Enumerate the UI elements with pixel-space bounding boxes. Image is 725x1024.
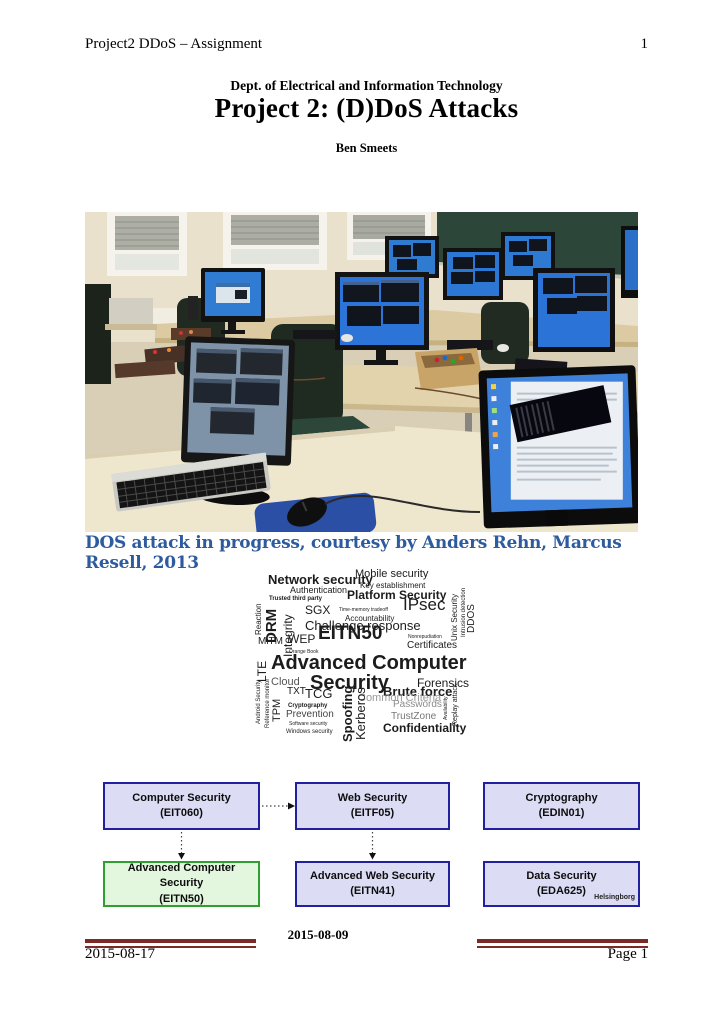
cloud-word: TPM [271,698,283,722]
cloud-word: Mobile security [355,568,429,580]
cloud-word: Kerberos [353,687,368,740]
header-page-number: 1 [640,36,649,52]
monitor [443,248,503,300]
cloud-word: Network security [268,572,373,587]
course-code: (EITN50) [159,892,204,905]
cloud-word: Challenge response [305,618,421,633]
course-box-eit060: Computer Security (EIT060) [103,782,260,830]
cloud-word: Key establishment [360,581,426,590]
cloud-word: Integrity [281,614,295,657]
course-title: Web Security [337,791,408,804]
course-title: Data Security [526,869,597,882]
mouse [287,497,327,527]
cloud-word: Confidentiality [383,721,467,735]
course-code: (EITF05) [350,807,395,819]
cloud-word: Platform Security [347,588,447,602]
cloud-word: Passwords [393,699,442,710]
cloud-word: TrustZone [391,711,437,722]
footer-date-left: 2015-08-17 [85,946,155,962]
cloud-word: TCG [305,686,333,701]
cloud-word: Forensics [417,676,470,690]
course-diagram-boxes: Computer Security (EIT060) Web Security (EI… [85,780,648,910]
cloud-word: TXT [287,686,306,697]
cloud-word: Brute force [383,684,453,699]
monitor [385,236,439,278]
running-header: Project2 DDoS – Assignment [85,36,263,52]
window [107,212,187,276]
course-diagram: Computer Security (EIT060) Web Security (EI… [85,780,648,910]
cloud-word: Android Security [256,679,262,724]
cloud-word: Orange Book [289,649,319,655]
course-title: Advanced Web Security [309,869,436,882]
course-box-edin01: Cryptography (EDIN01) [483,782,640,830]
course-code: (EDA625) [537,885,586,897]
cloud-word: Nonrepudiation [408,634,442,640]
chair [85,284,111,384]
cloud-word: SGX [305,603,331,617]
cloud-word: Common Criteria [358,692,442,704]
monitor [621,226,638,298]
course-title: Computer Security [132,791,231,804]
course-code: (EITN41) [350,885,395,897]
campus-note: Helsingborg [594,894,635,902]
cloud-word: Availability [443,696,449,720]
diagram-arrows [178,802,376,860]
cloud-word: Certificates [407,640,458,651]
chair [481,302,529,364]
lab-photo [85,212,638,532]
cloud-word: Authentication [290,585,348,595]
cloud-word: IPsec [403,595,446,614]
course-code: (EIT060) [160,807,203,819]
course-box-eitf05: Web Security (EITF05) [295,782,450,830]
course-box-eda625: Data Security (EDA625) Helsingborg [483,861,640,907]
course-box-eitn50: Advanced Computer Security (EITN50) [103,861,260,907]
footer-rule-left [85,939,256,948]
cloud-word: Unix Security [450,593,459,641]
cloud-word: MiTM [258,636,283,647]
author-name: Ben Smeets [335,141,398,155]
cloud-word: Software security [289,721,328,727]
cloud-word: DDOS [466,604,477,633]
cloud-word: Reaction [254,603,263,635]
footer-page-label: Page 1 [607,946,648,962]
cloud-word: Security [310,672,389,694]
cloud-word: Replay attack [452,683,459,726]
monitor [533,268,615,352]
lab-photo-illustration [85,212,638,532]
keyboard [111,452,271,512]
cloud-word: Accountability [345,614,395,623]
cloud-word: Trusted third party [269,596,323,602]
course-title: Cryptography [525,791,598,804]
cloud-word: Cloud [271,676,300,688]
course-code: (EDIN01) [538,807,585,819]
cloud-word: WEP [288,632,316,646]
cloud-word: DRM [263,608,280,643]
footer-date-center: 2015-08-09 [287,927,349,942]
photo-caption: DOS attack in progress, courtesy by Ande… [85,533,622,573]
monitor [188,268,265,334]
cloud-word: Cryptography [288,703,328,709]
window [223,212,327,270]
cloud-word: Advanced Computer [271,652,467,674]
footer-rule-right [477,939,648,948]
course-box-eitn41: Advanced Web Security (EITN41) [295,861,450,907]
department-line: Dept. of Electrical and Information Tech… [230,78,503,93]
monitor [335,272,429,365]
mouse-cable [324,495,481,513]
page-title: Project 2: (D)DoS Attacks [214,93,519,123]
cloud-word: Prevention [286,709,334,720]
monitor [478,365,638,529]
cloud-word: EITN50 [318,623,383,644]
course-title: Advanced Computer Security [127,861,236,890]
cloud-word: Windows security [286,729,333,735]
cloud-word: Time-memory tradeoff [339,607,388,613]
monitor [181,336,296,506]
